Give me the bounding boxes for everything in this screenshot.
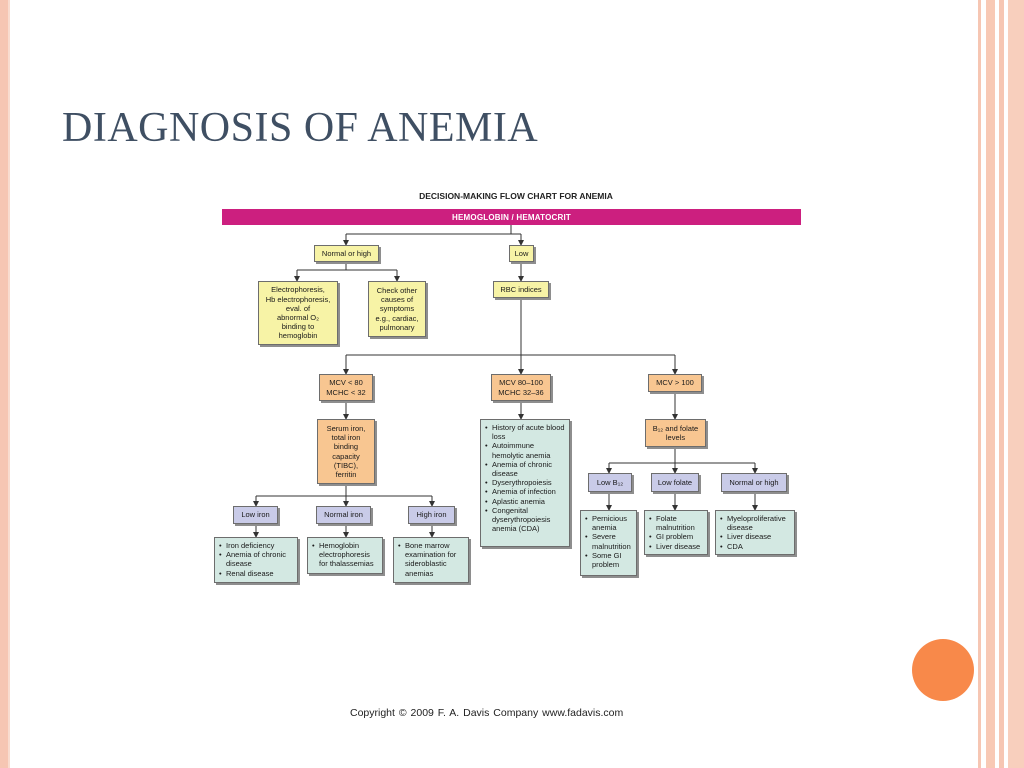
rbc-indices-box: RBC indices [493,281,549,298]
high-iron-box: High iron [408,506,455,524]
normal-b12-causes-list: Myeloproliferative diseaseLiver diseaseC… [715,510,795,555]
list-item: Anemia of chronic disease [219,550,293,568]
right-frame-stripe [1008,0,1024,768]
low-folate-box: Low folate [651,473,699,492]
low-iron-box: Low iron [233,506,278,524]
low-folate-causes-list: Folate malnutritionGI problemLiver disea… [644,510,708,555]
flowchart-title: DECISION-MAKING FLOW CHART FOR ANEMIA [419,191,613,201]
list-item: Hemoglobin electrophoresis for thalassem… [312,541,378,569]
hemoglobin-hematocrit-bar: HEMOGLOBIN / HEMATOCRIT [222,209,801,225]
electrophoresis-box: Electrophoresis, Hb electrophoresis, eva… [258,281,338,345]
low-iron-causes-list: Iron deficiencyAnemia of chronic disease… [214,537,298,583]
list-item: Aplastic anemia [485,497,565,506]
list-item: History of acute blood loss [485,423,565,441]
check-other-causes-box: Check other causes of symptoms e.g., car… [368,281,426,337]
list-item: Severe malnutrition [585,532,632,550]
normal-iron-causes-list: Hemoglobin electrophoresis for thalassem… [307,537,383,574]
list-item: GI problem [649,532,703,541]
mid-mcv-causes-list: History of acute blood lossAutoimmune he… [480,419,570,547]
page-title: DIAGNOSIS OF ANEMIA [62,105,539,151]
low-box: Low [509,245,534,262]
list-item: Renal disease [219,569,293,578]
list-item: Some GI problem [585,551,632,569]
normal-or-high-b12-box: Normal or high [721,473,787,492]
list-item: Iron deficiency [219,541,293,550]
low-b12-causes-list: Pernicious anemiaSevere malnutritionSome… [580,510,637,576]
list-item: Liver disease [720,532,790,541]
mcv-low-box: MCV < 80 MCHC < 32 [319,374,373,401]
list-item: Dyserythropoiesis [485,478,565,487]
list-item: Anemia of chronic disease [485,460,565,478]
serum-iron-box: Serum iron, total iron binding capacity … [317,419,375,484]
list-item: Bone marrow examination for sideroblasti… [398,541,464,578]
right-frame-stripe [999,0,1004,768]
normal-iron-box: Normal iron [316,506,371,524]
normal-or-high-box: Normal or high [314,245,379,262]
right-frame-stripe [978,0,981,768]
high-iron-causes-list: Bone marrow examination for sideroblasti… [393,537,469,583]
list-item: Liver disease [649,542,703,551]
low-b12-box: Low B₁₂ [588,473,632,492]
decorative-orange-circle [912,639,974,701]
copyright-text: Copyright © 2009 F. A. Davis Company www… [350,707,624,719]
b12-folate-levels-box: B₁₂ and folate levels [645,419,706,447]
list-item: Folate malnutrition [649,514,703,532]
list-item: CDA [720,542,790,551]
list-item: Pernicious anemia [585,514,632,532]
right-frame-stripe [986,0,995,768]
left-frame-stripe [0,0,10,768]
list-item: Congenital dyserythropoiesis anemia (CDA… [485,506,565,534]
list-item: Autoimmune hemolytic anemia [485,441,565,459]
mcv-mid-box: MCV 80–100 MCHC 32–36 [491,374,551,401]
mcv-high-box: MCV > 100 [648,374,702,392]
list-item: Myeloproliferative disease [720,514,790,532]
list-item: Anemia of infection [485,487,565,496]
